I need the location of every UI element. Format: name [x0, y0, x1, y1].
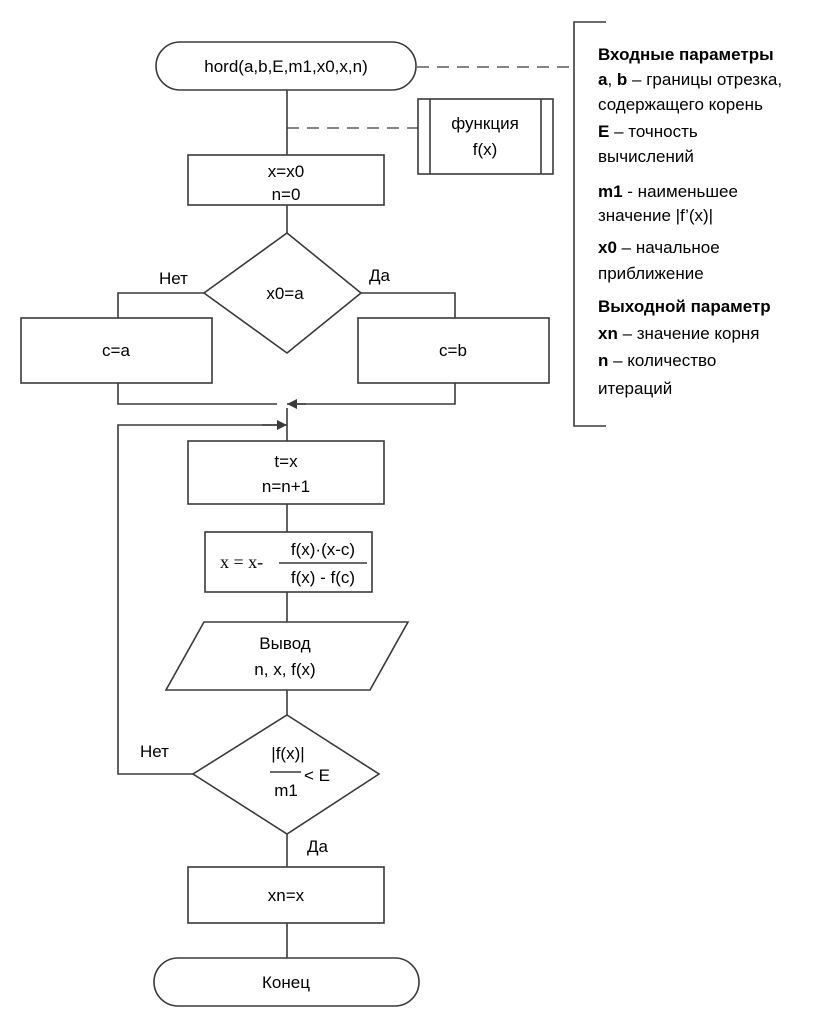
decision2-no-label: Нет [140, 742, 169, 761]
assign-c-a-label: c=a [102, 341, 130, 360]
decision2-compare: < E [304, 766, 330, 785]
decision2-denominator: m1 [274, 781, 298, 800]
decision1-no-label: Нет [159, 269, 188, 288]
decision-convergence: |f(x)| m1 < E [191, 714, 381, 835]
iteration-block: t=x n=n+1 [187, 440, 385, 505]
params-x0-line2: приближение [598, 264, 704, 283]
formula-numerator: f(x)·(x-c) [291, 540, 355, 559]
result-block: xn=x [187, 866, 385, 924]
output-block: Вывод n, x, f(x) [164, 621, 410, 691]
decision2-yes-label: Да [307, 837, 329, 856]
assign-c-a: c=a [20, 317, 213, 384]
init-block: x=x0 n=0 [187, 154, 385, 206]
params-n-line2: итераций [598, 379, 672, 398]
init-line1: x=x0 [268, 162, 304, 181]
decision-x0-eq-a: x0=a [202, 231, 363, 355]
params-text: Входные параметры a, b – границы отрезка… [598, 45, 782, 398]
start-label: hord(a,b,E,m1,x0,x,n) [204, 57, 367, 76]
params-m1-line2: значение |f’(x)| [598, 206, 713, 225]
params-ab-line2: содержащего корень [598, 95, 763, 114]
init-line2: n=0 [272, 185, 301, 204]
start-terminator: hord(a,b,E,m1,x0,x,n) [155, 41, 417, 91]
decision2-numerator: |f(x)| [271, 744, 304, 763]
connectors [117, 90, 456, 958]
formula-denominator: f(x) - f(c) [291, 568, 355, 587]
params-ab-line1: a, b – границы отрезка, [598, 70, 782, 89]
params-x0-line1: x0 – начальное [598, 238, 720, 257]
params-m1-line1: m1 - наименьшее [598, 182, 738, 201]
params-xn-line: xn – значение корня [598, 324, 760, 343]
function-label-line2: f(x) [473, 140, 498, 159]
params-input-title: Входные параметры [598, 45, 774, 64]
params-n-line1: n – количество [598, 351, 716, 370]
end-label: Конец [262, 973, 310, 992]
params-bracket [573, 21, 606, 427]
decision1-yes-label: Да [369, 266, 391, 285]
output-line1: Вывод [259, 634, 310, 653]
result-label: xn=x [268, 886, 305, 905]
iter-line1: t=x [274, 452, 298, 471]
function-block: функция f(x) [417, 98, 554, 175]
params-output-title: Выходной параметр [598, 297, 771, 316]
formula-block: x = x- f(x)·(x-c) f(x) - f(c) [204, 531, 373, 593]
function-label-line1: функция [451, 114, 519, 133]
params-e-line2: вычислений [598, 147, 694, 166]
output-line2: n, x, f(x) [254, 660, 315, 679]
params-e-line1: E – точность [598, 122, 698, 141]
decision1-label: x0=a [266, 284, 304, 303]
iter-line2: n=n+1 [262, 477, 310, 496]
assign-c-b: c=b [357, 317, 550, 384]
assign-c-b-label: c=b [439, 341, 467, 360]
end-terminator: Конец [153, 957, 420, 1007]
formula-lhs: x = x- [220, 552, 263, 572]
